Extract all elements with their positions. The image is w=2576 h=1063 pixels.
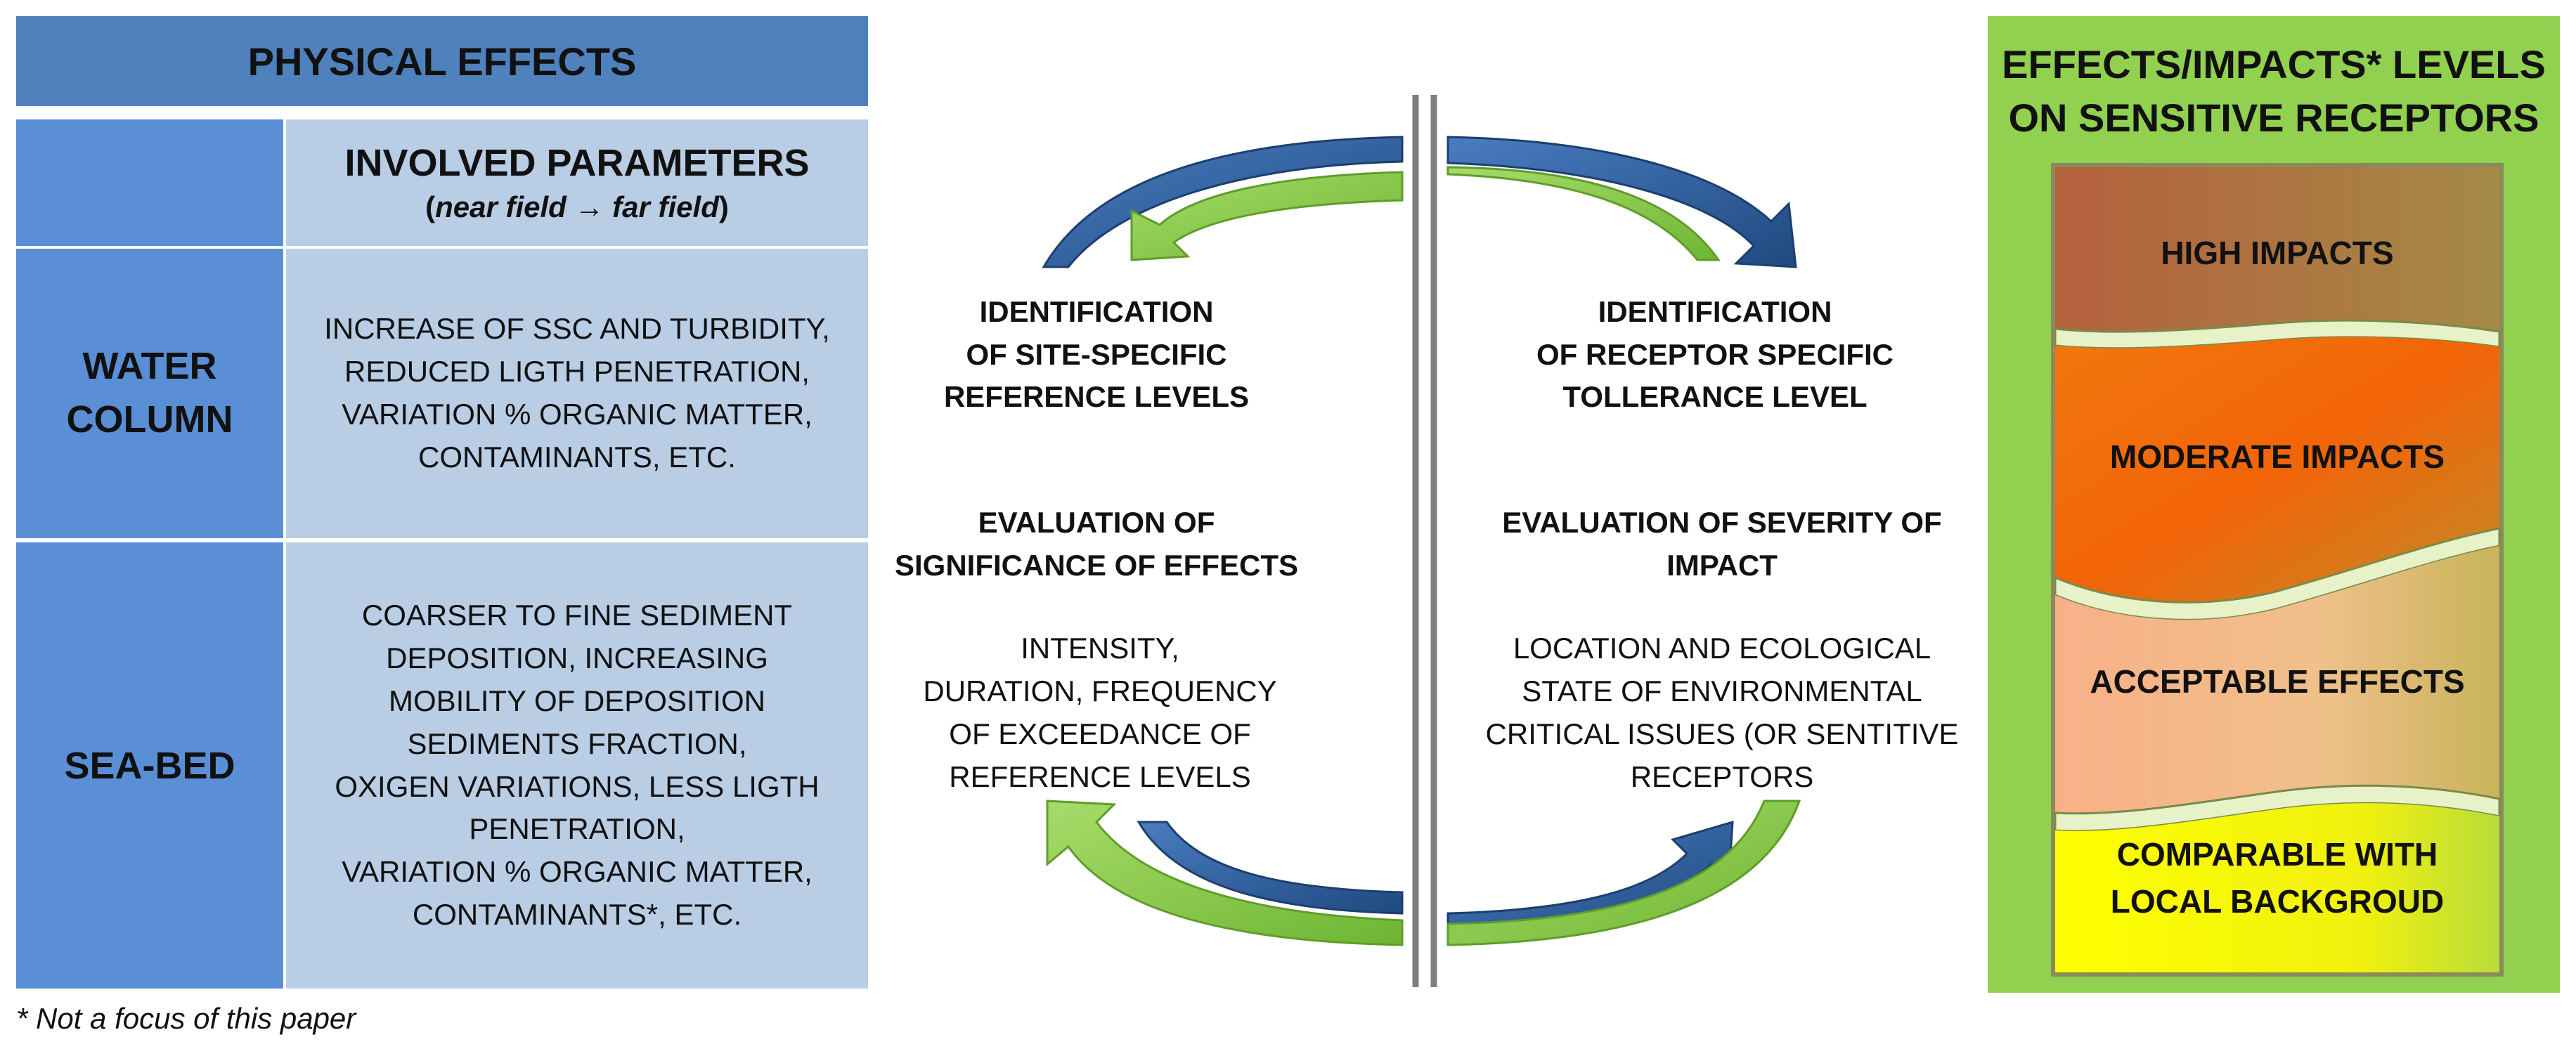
param-line: MOBILITY OF DEPOSITION: [389, 684, 765, 717]
text-line: STATE OF ENVIRONMENTAL: [1522, 674, 1922, 708]
title-line: ON SENSITIVE RECEPTORS: [2008, 96, 2539, 140]
evaluation-severity-text: EVALUATION OF SEVERITY OF IMPACT: [1476, 495, 1968, 594]
arrow-bottom-left-green: [1046, 800, 1404, 946]
intensity-duration-text: INTENSITY, DURATION, FREQUENCY OF EXCEED…: [903, 618, 1297, 808]
param-line: SEDIMENTS FRACTION,: [407, 726, 747, 760]
arrow-top-right-green: [1446, 166, 1721, 261]
text-line: RECEPTORS: [1630, 759, 1814, 793]
arrow-top-right-blue: [1446, 136, 1797, 268]
param-line: INCREASE OF SSC AND TURBIDITY,: [324, 312, 830, 346]
sea-bed-parameters: COARSER TO FINE SEDIMENT DEPOSITION, INC…: [286, 542, 868, 989]
text-line: TOLLERANCE LEVEL: [1562, 380, 1868, 414]
level-text: ACCEPTABLE EFFECTS: [2090, 663, 2465, 700]
text-line: OF SITE-SPECIFIC: [966, 337, 1227, 371]
text-line: SIGNIFICANCE OF EFFECTS: [894, 549, 1298, 582]
text-line: CRITICAL ISSUES (OR SENTITIVE: [1485, 717, 1959, 750]
level-text: COMPARABLE WITH: [2116, 836, 2438, 873]
text-line: DURATION, FREQUENCY: [923, 674, 1277, 708]
evaluation-significance-text: EVALUATION OF SIGNIFICANCE OF EFFECTS: [882, 495, 1311, 594]
arrow-bottom-right-green: [1446, 800, 1801, 946]
arrow-top-left-blue: [1042, 136, 1404, 268]
subtitle-open-paren: (: [425, 190, 436, 223]
param-line: REDUCED LIGTH PENETRATION,: [344, 355, 810, 389]
arrow-bottom-left-blue: [1137, 821, 1404, 915]
level-text: MODERATE IMPACTS: [2109, 438, 2445, 475]
level-band-acceptable: [2055, 546, 2499, 814]
involved-parameters-subtitle: (near field → far field): [425, 190, 729, 224]
row-label-line: WATER: [82, 345, 217, 388]
impact-levels-column: [2051, 163, 2504, 977]
text-line: OF EXCEEDANCE OF: [949, 717, 1251, 750]
level-label-acceptable: ACCEPTABLE EFFECTS: [2051, 639, 2504, 724]
arrow-top-left-green: [1130, 171, 1404, 261]
param-line: CONTAMINANTS, ETC.: [418, 440, 736, 474]
text-line: IDENTIFICATION: [1598, 294, 1832, 328]
level-label-comparable: COMPARABLE WITH LOCAL BACKGROUD: [2051, 822, 2504, 934]
param-line: CONTAMINANTS*, ETC.: [412, 898, 742, 932]
level-text: LOCAL BACKGROUD: [2110, 883, 2445, 920]
param-line: PENETRATION,: [469, 812, 685, 846]
text-line: EVALUATION OF SEVERITY OF: [1502, 506, 1942, 540]
identification-site-specific-text: IDENTIFICATION OF SITE-SPECIFIC REFERENC…: [914, 285, 1279, 425]
involved-parameters-title: INVOLVED PARAMETERS: [344, 142, 810, 184]
param-line: VARIATION % ORGANIC MATTER,: [342, 398, 813, 431]
row-label-water-column: WATER COLUMN: [16, 249, 283, 538]
location-ecological-text: LOCATION AND ECOLOGICAL STATE OF ENVIRON…: [1462, 618, 1982, 808]
level-label-moderate: MODERATE IMPACTS: [2051, 415, 2504, 499]
text-line: REFERENCE LEVELS: [949, 759, 1251, 793]
level-band-comparable: [2055, 803, 2499, 972]
arrow-bottom-right-blue: [1446, 820, 1734, 936]
text-line: IMPACT: [1666, 549, 1778, 582]
level-text: HIGH IMPACTS: [2161, 234, 2394, 271]
param-line: COARSER TO FINE SEDIMENT: [361, 598, 793, 632]
title-line: EFFECTS/IMPACTS* LEVELS: [2002, 42, 2546, 87]
text-line: IDENTIFICATION: [979, 294, 1214, 328]
text-line: INTENSITY,: [1021, 632, 1179, 665]
physical-effects-title: PHYSICAL EFFECTS: [16, 16, 868, 106]
param-line: VARIATION % ORGANIC MATTER,: [342, 855, 813, 889]
text-line: OF RECEPTOR SPECIFIC: [1536, 337, 1894, 371]
row-label-sea-bed: SEA-BED: [16, 542, 283, 989]
text-line: EVALUATION OF: [978, 506, 1215, 540]
identification-receptor-specific-text: IDENTIFICATION OF RECEPTOR SPECIFIC TOLL…: [1518, 285, 1912, 425]
row-label-line: SEA-BED: [64, 744, 235, 787]
row-label-line: COLUMN: [66, 398, 233, 441]
impact-levels-title: EFFECTS/IMPACTS* LEVELS ON SENSITIVE REC…: [1988, 28, 2560, 155]
level-label-high: HIGH IMPACTS: [2051, 211, 2504, 295]
physical-effects-title-text: PHYSICAL EFFECTS: [247, 39, 637, 84]
level-band-moderate: [2055, 337, 2499, 603]
param-line: DEPOSITION, INCREASING: [386, 641, 768, 674]
involved-parameters-header: INVOLVED PARAMETERS (near field → far fi…: [286, 119, 868, 246]
subtitle-close-paren: ): [718, 190, 729, 223]
footnote: * Not a focus of this paper: [16, 1002, 356, 1035]
text-line: LOCATION AND ECOLOGICAL: [1513, 632, 1931, 665]
table-header-blank-cell: [16, 119, 283, 246]
subtitle-near-far: near field → far field: [435, 190, 719, 223]
water-column-parameters: INCREASE OF SSC AND TURBIDITY, REDUCED L…: [286, 249, 868, 538]
param-line: OXIGEN VARIATIONS, LESS LIGTH: [335, 769, 820, 803]
level-band-high: [2055, 167, 2499, 332]
text-line: REFERENCE LEVELS: [943, 380, 1250, 414]
